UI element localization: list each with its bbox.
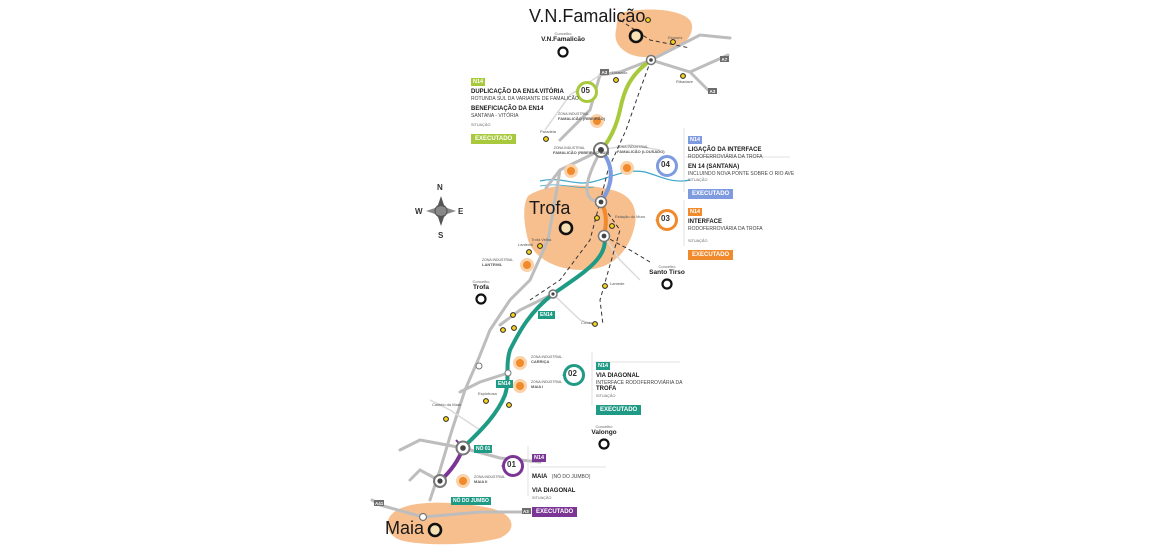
- stage-number-02: 02: [568, 369, 577, 378]
- stage-panel-05: N14 DUPLICAÇÃO DA EN14.VITÓRIA ROTUNDA S…: [471, 78, 579, 145]
- compass-s: S: [438, 231, 444, 240]
- stage-code: N14: [688, 208, 703, 216]
- place-label: Espinhosa: [478, 391, 497, 396]
- stage-number-04: 04: [661, 160, 670, 169]
- city-label-famalicao: V.N.Famalicão: [529, 6, 646, 26]
- panel-separators: [527, 128, 790, 496]
- city-label-trofa: Trofa: [529, 198, 571, 218]
- stage-code: N14: [596, 362, 611, 370]
- stage-number-05: 05: [581, 86, 590, 95]
- place-label: Lantemil: [518, 242, 534, 247]
- station-label: ZONA INDUSTRIAL CARRIÇA: [531, 355, 563, 364]
- stage-pin-03: [655, 209, 678, 231]
- municipality-famalicao: Concelho V.N.Famalicão: [541, 31, 585, 44]
- river-ave: [539, 170, 691, 184]
- stage-code: N14: [532, 454, 547, 462]
- status-badge: EXECUTADO: [596, 405, 642, 416]
- route-stage-02: [461, 234, 607, 450]
- municipality-markers: [475, 46, 673, 450]
- stage-code: N14: [471, 78, 486, 86]
- road-network: [370, 33, 732, 519]
- stage-panel-04: N14 LIGAÇÃO DA INTERFACE RODOFERROVIÁRIA…: [688, 136, 795, 200]
- place-label: Lousado: [612, 70, 628, 75]
- route-stage-05: [599, 58, 653, 152]
- place-label: Castelo da Maia: [432, 402, 461, 407]
- road-tag-no-jumbo: NÓ DO JUMBO: [451, 497, 491, 505]
- station-label: ZONA INDUSTRIAL FAMALICÃO (LOUSADO): [617, 145, 665, 154]
- place-dots: [443, 17, 686, 422]
- station-label: ZONA INDUSTRIAL MAIA I: [531, 380, 563, 389]
- svg-text:A3: A3: [523, 509, 529, 514]
- place-label: Esmoriz: [668, 35, 683, 40]
- station-label: ZONA INDUSTRIAL MAIA II: [474, 475, 506, 484]
- urban-area-trofa: [524, 185, 636, 270]
- station-label: ZONA INDUSTRIAL LANTEMIL: [482, 258, 514, 267]
- road-tag-en14: EN14: [538, 311, 555, 319]
- svg-text:A41: A41: [375, 501, 384, 506]
- river-ave-2: [539, 184, 595, 189]
- place-label: Ribadave: [676, 79, 693, 84]
- stage-pin-01: [501, 455, 524, 477]
- place-label: Covas: [581, 320, 593, 325]
- motorway-signs: A3 A7 A3 A41 A3: [374, 56, 729, 514]
- status-badge: EXECUTADO: [532, 507, 578, 518]
- stage-number-03: 03: [661, 214, 670, 223]
- stage-number-01: 01: [507, 460, 516, 469]
- station-label: ZONA INDUSTRIAL FAMALICÃO (RIBEIRÃO SUL): [553, 146, 610, 155]
- city-label-maia: Maia: [385, 518, 425, 538]
- road-tag-en14: EN14: [496, 380, 513, 388]
- compass-rose: [426, 196, 456, 226]
- status-badge: EXECUTADO: [688, 250, 734, 261]
- station-label: ZONA INDUSTRIAL FAMALICÃO (RIBEIRÃO): [558, 112, 606, 121]
- municipality-trofa: Concelho Trofa: [472, 279, 490, 292]
- compass-e: E: [458, 207, 464, 216]
- status-badge: EXECUTADO: [471, 134, 517, 145]
- stage-code: N14: [688, 136, 703, 144]
- svg-text:A3: A3: [602, 70, 608, 75]
- stage-panel-02: N14 VIA DIAGONAL INTERFACE RODOFERROVIÁR…: [596, 362, 683, 416]
- svg-text:A7: A7: [722, 57, 728, 62]
- urban-area-famalicao: [615, 9, 693, 58]
- status-badge: EXECUTADO: [688, 189, 734, 200]
- stage-pin-04: [656, 155, 678, 177]
- stage-pin-05: [575, 81, 598, 103]
- place-label: Estação do Muro: [615, 214, 646, 219]
- stage-panel-03: N14 INTERFACE RODOFERROVIÁRIA DA TROFA S…: [688, 208, 763, 261]
- svg-text:A3: A3: [710, 89, 716, 94]
- junctions: [418, 54, 657, 522]
- stage-panel-01: N14 MAIA (NÓ DO JUMBO) VIA DIAGONAL SITU…: [532, 454, 591, 518]
- compass-n: N: [437, 183, 443, 192]
- compass-w: W: [415, 207, 423, 216]
- place-label: Paradela: [540, 129, 557, 134]
- city-centres: [427, 28, 644, 538]
- railway: [529, 19, 691, 326]
- municipality-valongo: Concelho Valongo: [591, 424, 617, 437]
- station-markers: [456, 114, 634, 488]
- place-label: Lamede: [610, 281, 625, 286]
- road-tag-no01: NÓ 01: [474, 445, 493, 453]
- municipality-santo-tirso: Concelho Santo Tirso: [649, 264, 685, 277]
- place-label: Trofa Velha: [531, 237, 552, 242]
- stage-pin-02: [562, 364, 585, 386]
